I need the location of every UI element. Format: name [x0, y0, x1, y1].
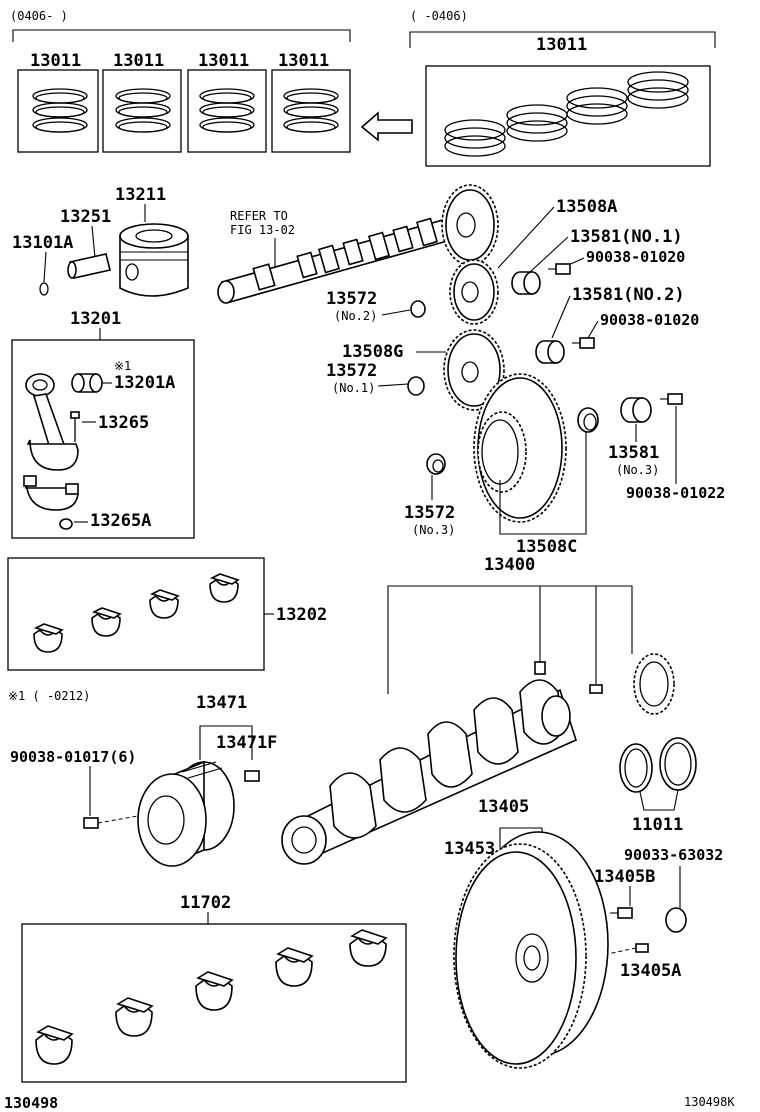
part-11702: 11702: [180, 893, 231, 913]
part-13265a: 13265A: [90, 511, 151, 531]
washer-no2: [410, 300, 426, 318]
connecting-rod: [25, 373, 79, 471]
camshaft: [217, 217, 460, 304]
part-13572-no3: 13572: [404, 503, 455, 523]
crankshaft: [281, 679, 577, 865]
range-label-old: ( -0406): [410, 9, 468, 23]
part-11011: 11011: [632, 815, 683, 835]
main-bearing-box: [21, 923, 407, 1083]
rod-bearing-shells: [33, 573, 240, 653]
part-13508g: 13508G: [342, 342, 403, 362]
part-13251: 13251: [60, 207, 111, 227]
piston-ring-stack-c: [199, 88, 255, 133]
arrow-icon: [360, 111, 413, 142]
part-13201: 13201: [70, 309, 121, 329]
part-13581-no3: 13581: [608, 443, 659, 463]
part-13572-no1: 13572: [326, 361, 377, 381]
part-13572-no2: 13572: [326, 289, 377, 309]
thrust-plate-no3: [620, 397, 652, 423]
diagram-code-left: 130498: [4, 1094, 58, 1112]
flywheel-bolt: [610, 907, 633, 919]
part-13201a: 13201A: [114, 373, 175, 393]
part-13508a: 13508A: [556, 197, 617, 217]
washer-no1: [407, 376, 425, 396]
rod-nut: [59, 518, 73, 530]
part-90038-01020-b: 90038-01020: [600, 311, 699, 329]
part-13572-no3-sub: (No.3): [412, 523, 455, 537]
ring-set-boxes: [17, 65, 711, 167]
part-90038-01020-a: 90038-01020: [586, 248, 685, 266]
part-13572-no2-sub: (No.2): [334, 309, 377, 323]
piston-pin: [67, 253, 111, 279]
part-13211: 13211: [115, 185, 166, 205]
piston-ring-stack-a: [32, 88, 88, 133]
part-13572-no1-sub: (No.1): [332, 381, 375, 395]
rod-bearing-box: [7, 557, 265, 671]
crank-gear-c: [473, 373, 567, 523]
diagram-code-right: 130498K: [684, 1095, 735, 1109]
part-13581-no1: 13581(NO.1): [570, 227, 683, 247]
piston-ring-stack-b: [115, 88, 171, 133]
range-label-new: (0406- ): [10, 9, 68, 23]
part-13581-no3-sub: (No.3): [616, 463, 659, 477]
crank-pulley: [137, 760, 235, 867]
crank-pin-key: [534, 661, 546, 675]
crank-dowel: [589, 684, 603, 694]
oil-seal-pair: [619, 737, 697, 793]
note-mark: ※1: [114, 359, 131, 373]
part-13011-b: 13011: [113, 51, 164, 71]
part-90033-63032: 90033-63032: [624, 846, 723, 864]
part-13508c: 13508C: [516, 537, 577, 557]
thrust-bush-small: [577, 407, 599, 433]
refer-note-line1: REFER TO: [230, 209, 288, 223]
part-13405a: 13405A: [620, 961, 681, 981]
bolt-b: [572, 337, 595, 349]
piston: [119, 223, 189, 297]
thrust-plate-no1: [511, 271, 541, 295]
washer-no3: [426, 453, 446, 475]
part-13265: 13265: [98, 413, 149, 433]
crank-timing-gear: [633, 653, 675, 715]
pulley-key: [244, 770, 260, 782]
part-13101a: 13101A: [12, 233, 73, 253]
rod-bolt: [70, 411, 80, 442]
connecting-rod-box: [11, 339, 195, 539]
note-range: ※1 ( -0212): [8, 689, 90, 703]
piston-ring-set-large: [444, 71, 689, 157]
part-13400: 13400: [484, 555, 535, 575]
part-13581-no2: 13581(NO.2): [572, 285, 685, 305]
cam-gear-b: [449, 259, 499, 325]
rod-bush: [71, 373, 103, 393]
part-13471f: 13471F: [216, 733, 277, 753]
main-bearing-shells: [35, 929, 388, 1065]
thrust-plate-no2: [535, 340, 565, 364]
flywheel: [453, 831, 609, 1069]
pilot-bearing: [665, 907, 687, 933]
idler-gear-g: [443, 329, 505, 411]
part-13202: 13202: [276, 605, 327, 625]
cam-gear-a: [441, 184, 499, 266]
part-13405b: 13405B: [594, 867, 655, 887]
part-90038-01017: 90038-01017(6): [10, 748, 136, 766]
part-13011-a: 13011: [30, 51, 81, 71]
part-13405: 13405: [478, 797, 529, 817]
part-13011-d: 13011: [278, 51, 329, 71]
bolt-c: [660, 393, 683, 405]
part-13471: 13471: [196, 693, 247, 713]
part-13011-set: 13011: [536, 35, 587, 55]
rod-cap: [23, 475, 79, 511]
piston-ring-stack-d: [283, 88, 339, 133]
snap-ring: [39, 282, 49, 296]
bolt-a: [548, 263, 571, 275]
part-90038-01022: 90038-01022: [626, 484, 725, 502]
refer-note-line2: FIG 13-02: [230, 223, 295, 237]
part-13011-c: 13011: [198, 51, 249, 71]
part-13453: 13453: [444, 839, 495, 859]
